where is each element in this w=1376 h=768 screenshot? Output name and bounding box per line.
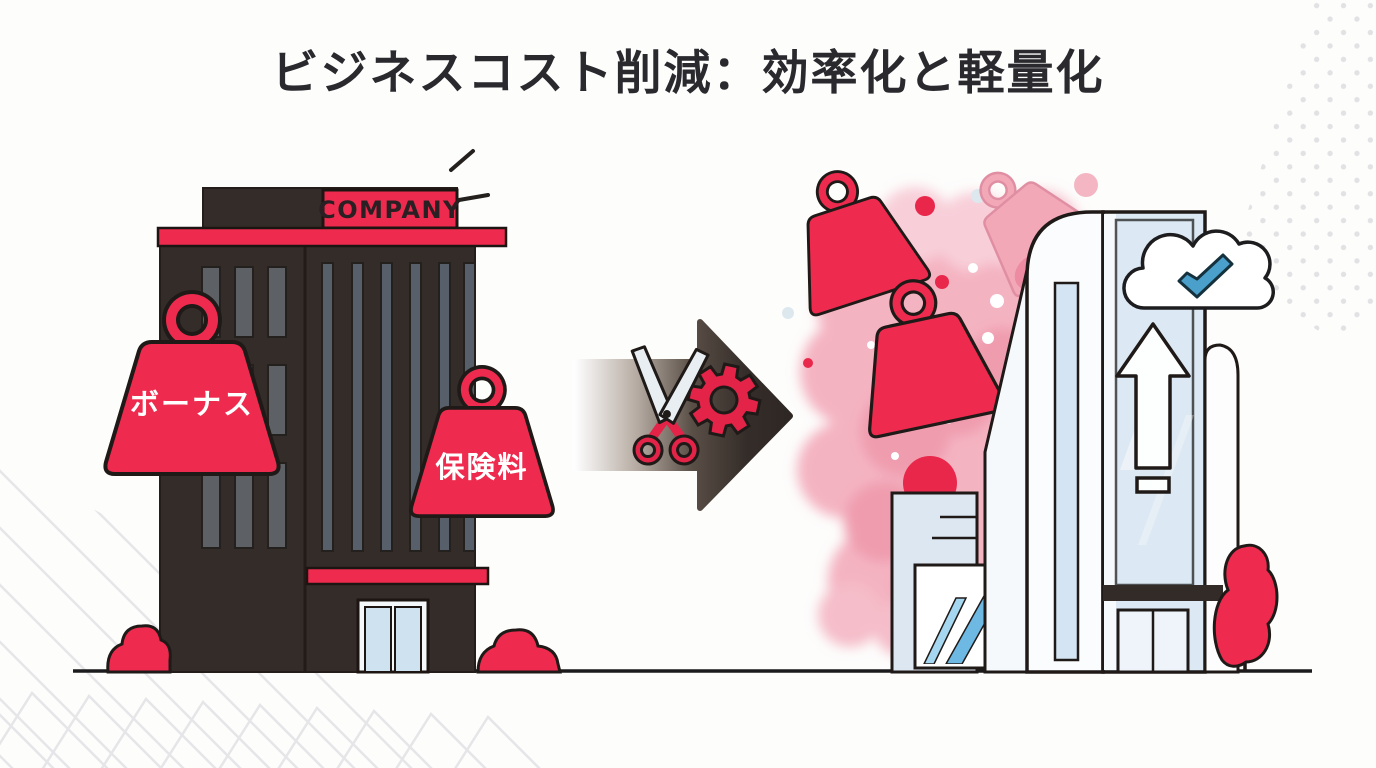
red-dot xyxy=(803,358,813,368)
tower-dark-band xyxy=(1103,585,1223,601)
company-sign-label: COMPANY xyxy=(318,196,462,224)
tower-window-stripe xyxy=(1053,281,1080,662)
white-dot xyxy=(968,263,978,273)
red-dot xyxy=(935,275,949,289)
gear-icon xyxy=(686,362,762,438)
chevron-pattern xyxy=(0,462,612,768)
white-dot xyxy=(990,294,1004,308)
page-title: ビジネスコスト削減：効率化と軽量化 xyxy=(271,46,1105,101)
bush xyxy=(106,624,562,674)
white-dot xyxy=(982,332,994,344)
tree xyxy=(1212,543,1279,671)
roof-band xyxy=(156,226,508,248)
check-icon xyxy=(1177,253,1234,299)
bonus-label: ボーナス xyxy=(130,387,254,421)
white-dot xyxy=(867,341,875,349)
white-dot xyxy=(891,452,899,460)
cloud-check-icon xyxy=(1122,229,1275,310)
stress-marks xyxy=(449,149,490,202)
tower-door xyxy=(1116,608,1190,674)
blue-dot xyxy=(782,307,794,319)
scissors-icon xyxy=(630,345,710,466)
insurance-label: 保険料 xyxy=(434,450,528,484)
modern-buildings xyxy=(890,210,1240,674)
lower-band xyxy=(305,566,490,586)
small-building xyxy=(890,491,1002,674)
up-arrow-icon xyxy=(1115,322,1191,494)
entrance-door xyxy=(356,598,430,674)
chevron-bottom-row xyxy=(0,688,612,768)
red-dot xyxy=(915,196,935,216)
pink-dot xyxy=(1074,173,1098,197)
